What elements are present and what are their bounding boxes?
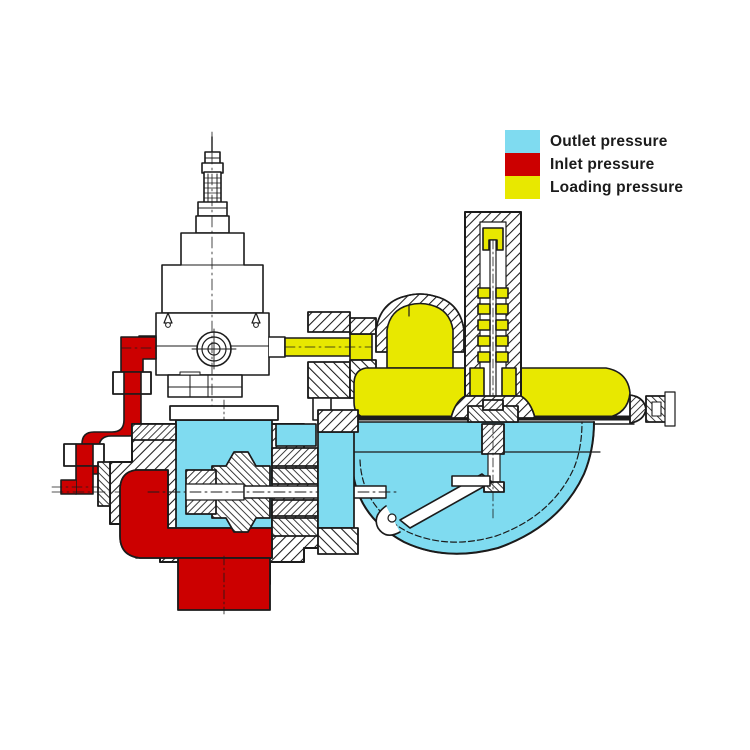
pilot-closing-cap bbox=[195, 215, 230, 234]
right-end-cap bbox=[629, 391, 676, 427]
pilot-valve-boss bbox=[191, 328, 237, 370]
inlet-supply-tube-assembly bbox=[51, 336, 157, 495]
inlet-tube-lower-drop bbox=[75, 465, 94, 495]
legend-swatch-column bbox=[505, 130, 540, 199]
inlet-tube-union-upper bbox=[112, 371, 152, 395]
loading-pressure-dome-chamber bbox=[386, 302, 454, 369]
inlet-flange-bottom bbox=[177, 557, 271, 611]
tower-upper-loading-port bbox=[482, 227, 504, 251]
pilot-regulator-threaded-shank bbox=[203, 171, 222, 205]
valve-body-top-cover bbox=[169, 399, 279, 421]
pilot-regulator-lock-nut bbox=[197, 201, 228, 217]
legend-label-outlet-pressure: Outlet pressure bbox=[550, 133, 668, 150]
diaphragm-plate bbox=[467, 399, 519, 521]
inlet-pressure-swatch bbox=[505, 153, 540, 176]
pilot-regulator-adjusting-screw bbox=[201, 136, 224, 174]
outlet-pressure-swatch bbox=[505, 130, 540, 153]
inlet-tube-union-lower bbox=[63, 443, 105, 467]
loading-pressure-swatch bbox=[505, 176, 540, 199]
legend-label-inlet-pressure: Inlet pressure bbox=[550, 156, 655, 173]
pilot-regulator-body bbox=[167, 371, 243, 398]
legend-label-column: Outlet pressure Inlet pressure Loading p… bbox=[550, 130, 683, 199]
outlet-passage-to-casing bbox=[317, 409, 359, 555]
valve-body-left-cap bbox=[97, 423, 177, 507]
pilot-regulator-assembly bbox=[138, 131, 286, 411]
pilot-regulator-spring-case bbox=[161, 232, 264, 314]
lever-linkage bbox=[375, 473, 493, 536]
tower-spring-chamber bbox=[477, 287, 509, 363]
main-valve-body bbox=[97, 399, 397, 615]
loading-pressure-tube bbox=[284, 333, 373, 361]
legend: Outlet pressure Inlet pressure Loading p… bbox=[505, 130, 683, 199]
valve-guide-stack bbox=[271, 423, 319, 537]
pilot-outlet-boss bbox=[268, 336, 286, 358]
legend-label-loading-pressure: Loading pressure bbox=[550, 179, 684, 196]
